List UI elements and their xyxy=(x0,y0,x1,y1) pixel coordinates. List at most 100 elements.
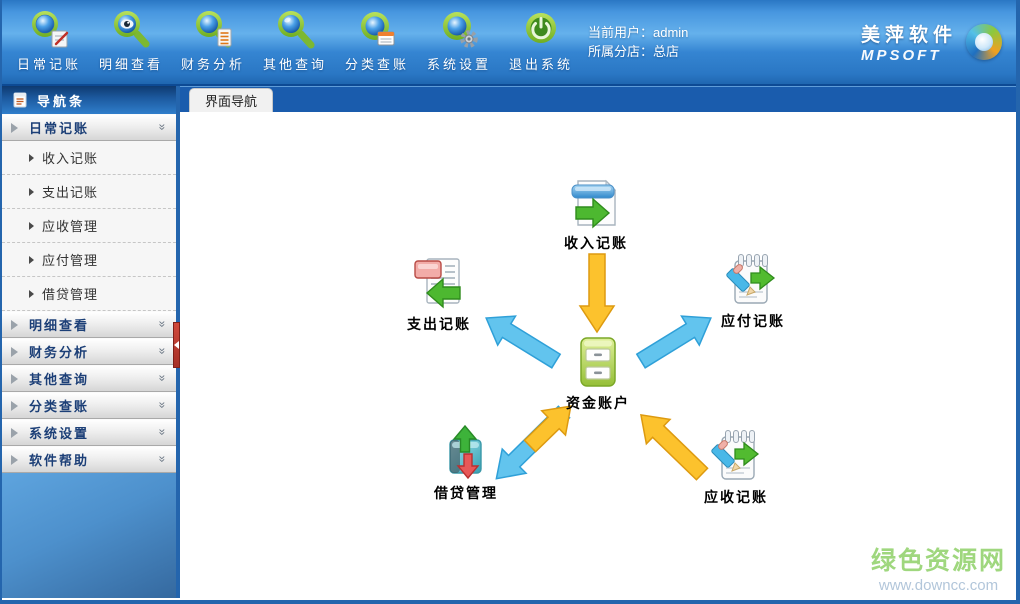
sidebar-item-label: 收入记账 xyxy=(42,151,99,166)
toolbar-label: 其他查询 xyxy=(262,57,327,72)
ring-gear-icon xyxy=(443,12,478,48)
sidebar-section-label: 财务分析 xyxy=(29,345,90,360)
flow-arrows xyxy=(485,253,712,481)
toolbar-label: 日常记账 xyxy=(16,57,81,72)
sidebar-section-label: 分类查账 xyxy=(29,399,90,414)
arrow-cash-to-expense xyxy=(485,315,562,369)
sidebar-item-expense-bookkeeping[interactable]: 支出记账 xyxy=(2,175,176,209)
sidebar-section-label: 日常记账 xyxy=(29,121,90,136)
sidebar-empty-area xyxy=(2,473,176,598)
content-area: 界面导航 xyxy=(180,86,1016,598)
sidebar-collapse-handle[interactable] xyxy=(173,322,180,368)
toolbar-button-detail-view[interactable]: 明细查看 xyxy=(90,5,172,79)
triangle-right-icon xyxy=(11,454,18,465)
sidebar-navigation: 导航条 日常记账 » 收入记账 支出记账 应收管理 应付管理 xyxy=(2,86,180,598)
sidebar-section-category-accounts[interactable]: 分类查账 » xyxy=(2,392,176,419)
chevron-double-down-icon: » xyxy=(155,320,170,329)
node-label: 资金账户 xyxy=(566,395,630,411)
toolbar-label: 明细查看 xyxy=(98,57,163,72)
notepad-pencil-arrow-left-icon xyxy=(711,430,760,480)
magnifier-notepad-icon xyxy=(32,11,69,48)
sidebar-header-label: 导航条 xyxy=(37,93,86,109)
power-icon xyxy=(526,13,556,43)
toolbar-button-other-query[interactable]: 其他查询 xyxy=(254,5,336,79)
magnifier-icon xyxy=(278,11,315,49)
sidebar-header: 导航条 xyxy=(2,86,176,114)
toolbar-button-exit-system[interactable]: 退出系统 xyxy=(500,5,582,79)
arrow-loan-to-cash xyxy=(523,405,572,453)
diagram-node-cash-account[interactable]: 资金账户 xyxy=(538,334,658,413)
triangle-right-icon xyxy=(29,255,34,264)
diagram-node-payable[interactable]: 应付记账 xyxy=(693,252,813,331)
sidebar-section-system-settings[interactable]: 系统设置 » xyxy=(2,419,176,446)
triangle-right-icon xyxy=(11,122,18,133)
user-info: 当前用户：admin 所属分店：总店 xyxy=(588,23,688,61)
triangle-right-icon xyxy=(11,319,18,330)
sidebar-item-label: 借贷管理 xyxy=(42,287,99,302)
sidebar-item-payable-management[interactable]: 应付管理 xyxy=(2,243,176,277)
brand-name-en: MPSOFT xyxy=(860,47,942,64)
sidebar-section-label: 明细查看 xyxy=(29,318,90,333)
document-arrow-right-icon xyxy=(571,179,617,229)
sidebar-section-other-query[interactable]: 其他查询 » xyxy=(2,365,176,392)
sidebar-item-receivable-management[interactable]: 应收管理 xyxy=(2,209,176,243)
chevron-double-down-icon: » xyxy=(155,455,170,464)
diagram-node-receivable[interactable]: 应收记账 xyxy=(676,428,796,507)
current-user-text: 当前用户：admin xyxy=(588,25,689,40)
sidebar-item-label: 支出记账 xyxy=(42,185,99,200)
diagram-node-income[interactable]: 收入记账 xyxy=(536,176,656,253)
sidebar-section-detail-view[interactable]: 明细查看 » xyxy=(2,311,176,338)
notepad-icon xyxy=(13,92,27,108)
magnifier-eye-icon xyxy=(114,11,150,48)
triangle-right-icon xyxy=(11,427,18,438)
navigation-diagram: 收入记账 支出记账 xyxy=(180,112,1016,598)
tab-label: 界面导航 xyxy=(205,94,258,109)
sidebar-section-label: 软件帮助 xyxy=(29,453,90,468)
node-label: 借贷管理 xyxy=(434,485,498,501)
diagram-node-expense[interactable]: 支出记账 xyxy=(379,255,499,334)
toolbar-button-system-settings[interactable]: 系统设置 xyxy=(418,5,500,79)
sidebar-section-finance-analysis[interactable]: 财务分析 » xyxy=(2,338,176,365)
sidebar-item-loan-management[interactable]: 借贷管理 xyxy=(2,277,176,311)
sidebar-section-label: 系统设置 xyxy=(29,426,90,441)
node-label: 应收记账 xyxy=(704,489,768,505)
chevron-double-down-icon: » xyxy=(155,347,170,356)
cabinet-icon xyxy=(580,337,616,387)
toolbar-button-category-accounts[interactable]: 分类查账 xyxy=(336,5,418,79)
triangle-right-icon xyxy=(29,187,34,196)
chevron-double-down-icon: » xyxy=(155,123,170,132)
sidebar-section-software-help[interactable]: 软件帮助 » xyxy=(2,446,176,473)
toolbar-label: 分类查账 xyxy=(344,57,409,72)
brand-orb-icon xyxy=(966,24,1002,60)
triangle-right-icon xyxy=(11,373,18,384)
sidebar-section-label: 其他查询 xyxy=(29,372,90,387)
toolbar-label: 财务分析 xyxy=(180,57,245,72)
arrow-receivable-to-cash xyxy=(640,413,709,481)
chevron-double-down-icon: » xyxy=(155,401,170,410)
toolbar-button-finance-analysis[interactable]: 财务分析 xyxy=(172,5,254,79)
ring-window-icon xyxy=(361,12,395,46)
toolbar-button-daily-bookkeeping[interactable]: 日常记账 xyxy=(8,5,90,79)
document-arrow-left-icon xyxy=(414,258,461,309)
triangle-right-icon xyxy=(29,289,34,298)
sidebar-item-income-bookkeeping[interactable]: 收入记账 xyxy=(2,141,176,175)
tab-interface-navigation[interactable]: 界面导航 xyxy=(189,88,274,112)
triangle-right-icon xyxy=(11,346,18,357)
triangle-right-icon xyxy=(29,221,34,230)
magnifier-report-icon xyxy=(196,11,232,48)
triangle-right-icon xyxy=(11,400,18,411)
sidebar-item-label: 应收管理 xyxy=(42,219,99,234)
sidebar-section-daily-bookkeeping[interactable]: 日常记账 » xyxy=(2,114,176,141)
triangle-right-icon xyxy=(29,153,34,162)
node-label: 应付记账 xyxy=(721,313,785,329)
tab-bar: 界面导航 xyxy=(180,86,1016,112)
brand-logo: 美萍软件 MPSOFT xyxy=(861,20,1006,64)
diagram-node-loan[interactable]: 借贷管理 xyxy=(406,424,526,503)
toolbar-label: 系统设置 xyxy=(426,57,491,72)
brand-name-cn: 美萍软件 xyxy=(860,25,957,46)
arrow-income-to-cash xyxy=(578,253,616,334)
arrow-cash-to-payable xyxy=(635,315,712,369)
notepad-pencil-arrow-right-icon xyxy=(726,254,776,304)
top-toolbar: 日常记账 明细查看 财务 xyxy=(2,0,1016,86)
